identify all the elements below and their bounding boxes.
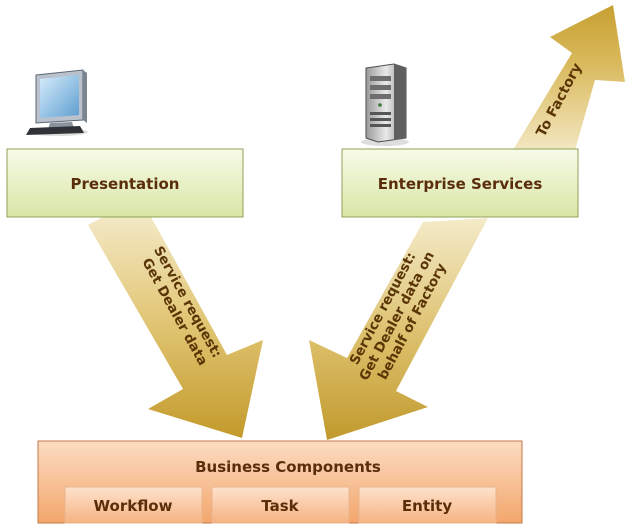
task-label: Task	[261, 497, 299, 515]
entity-label: Entity	[402, 497, 452, 515]
entity-box: Entity	[358, 486, 497, 524]
presentation-box: Presentation	[6, 148, 244, 218]
desktop-monitor-icon	[26, 69, 88, 136]
task-box: Task	[211, 486, 350, 524]
workflow-label: Workflow	[94, 497, 173, 515]
arrow-to-factory: To Factory	[513, 5, 625, 150]
presentation-label: Presentation	[71, 175, 180, 193]
arrow-enterprise-to-business: Service request: Get Dealer data on beha…	[309, 218, 488, 440]
business-components-box: Business Components Workflow Task Entity	[37, 440, 523, 524]
enterprise-services-label: Enterprise Services	[378, 175, 543, 193]
business-components-label: Business Components	[195, 458, 381, 476]
server-tower-icon	[361, 63, 409, 146]
arrow-presentation-to-business: Service request: Get Dealer data	[88, 197, 263, 438]
enterprise-services-box: Enterprise Services	[341, 148, 579, 218]
workflow-box: Workflow	[64, 486, 203, 524]
